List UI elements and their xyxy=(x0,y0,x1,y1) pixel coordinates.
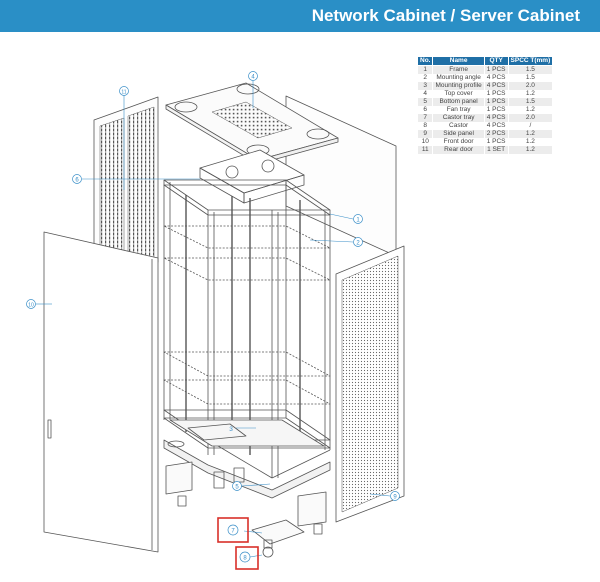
castor-highlight xyxy=(235,546,259,570)
table-cell: Bottom panel xyxy=(432,98,485,106)
title-banner: Network Cabinet / Server Cabinet xyxy=(0,0,600,32)
top-cover xyxy=(165,82,339,165)
callout-7: 7 xyxy=(227,524,239,536)
table-cell: Mounting profile xyxy=(432,82,485,90)
table-cell: 2.0 xyxy=(507,82,554,90)
callout-4: 4 xyxy=(248,71,258,81)
table-cell: / xyxy=(507,122,554,130)
table-cell: 1.2 xyxy=(507,138,554,146)
table-cell: 1.2 xyxy=(507,90,554,98)
table-cell: Castor xyxy=(432,122,485,130)
callout-3-label: 3 xyxy=(229,426,233,433)
table-header-cell: SPCC T(mm) xyxy=(507,56,554,66)
table-cell: 1.5 xyxy=(507,74,554,82)
front-door xyxy=(43,231,159,553)
table-cell: 1.2 xyxy=(507,130,554,138)
page-title: Network Cabinet / Server Cabinet xyxy=(311,6,580,25)
callout-10-label: 10 xyxy=(28,303,34,309)
fan-tray xyxy=(199,149,305,204)
table-cell: 6 xyxy=(416,106,434,114)
callout-1-label: 1 xyxy=(356,218,360,224)
castor-tray-highlight xyxy=(217,517,249,543)
table-cell: Frame xyxy=(432,65,485,74)
callout-6-label: 6 xyxy=(75,178,79,184)
table-header-cell: Name xyxy=(432,56,485,66)
callout-9-label: 9 xyxy=(393,495,397,501)
callout-2-label: 2 xyxy=(356,241,360,247)
callout-11-label: 11 xyxy=(121,90,126,96)
table-cell: Fan tray xyxy=(432,106,485,114)
table-cell: 1.2 xyxy=(507,106,554,114)
callout-3: 3 xyxy=(229,426,233,433)
cabinet-exploded-diagram: 1 2 3 4 5 6 7 8 9 10 11 xyxy=(26,71,405,570)
table-cell: 1.2 xyxy=(507,146,554,154)
callout-5: 5 xyxy=(232,481,242,491)
side-panel xyxy=(335,245,405,523)
castor-tray xyxy=(165,461,327,545)
callout-6: 6 xyxy=(72,174,82,184)
table-cell: 4 xyxy=(416,90,434,98)
table-cell: 2 xyxy=(416,74,434,82)
callout-7-label: 7 xyxy=(231,529,235,535)
cabinet-frame xyxy=(163,179,331,479)
table-cell: Front door xyxy=(432,138,485,146)
table-cell: 1 xyxy=(416,65,434,74)
callout-8-label: 8 xyxy=(243,556,247,562)
callout-9: 9 xyxy=(390,491,400,501)
callout-1: 1 xyxy=(353,214,363,224)
table-cell: Side panel xyxy=(432,130,485,138)
callout-5-label: 5 xyxy=(235,485,239,491)
table-header-cell: No. xyxy=(416,56,434,66)
table-cell: Top cover xyxy=(432,90,485,98)
cabinet-plinth xyxy=(163,439,331,499)
rear-door xyxy=(93,96,159,284)
table-cell: 1.5 xyxy=(507,98,554,106)
table-cell: Mounting angle xyxy=(432,74,485,82)
table-cell: 5 xyxy=(416,98,434,106)
table-cell: 11 xyxy=(416,146,434,154)
callout-10: 10 xyxy=(26,299,36,309)
callout-4-label: 4 xyxy=(251,75,255,81)
castor xyxy=(177,467,323,558)
callout-11: 11 xyxy=(119,86,129,96)
table-cell: Castor tray xyxy=(432,114,485,122)
callout-2: 2 xyxy=(353,237,363,247)
table-cell: 7 xyxy=(416,114,434,122)
leader-lines xyxy=(36,81,391,558)
table-cell: 8 xyxy=(416,122,434,130)
table-cell: Rear door xyxy=(432,146,485,154)
table-cell: 1.5 xyxy=(507,65,554,74)
table-cell: 10 xyxy=(416,138,434,146)
table-cell: 3 xyxy=(416,82,434,90)
table-cell: 2.0 xyxy=(507,114,554,122)
table-cell: 9 xyxy=(416,130,434,138)
callout-8: 8 xyxy=(239,551,251,563)
